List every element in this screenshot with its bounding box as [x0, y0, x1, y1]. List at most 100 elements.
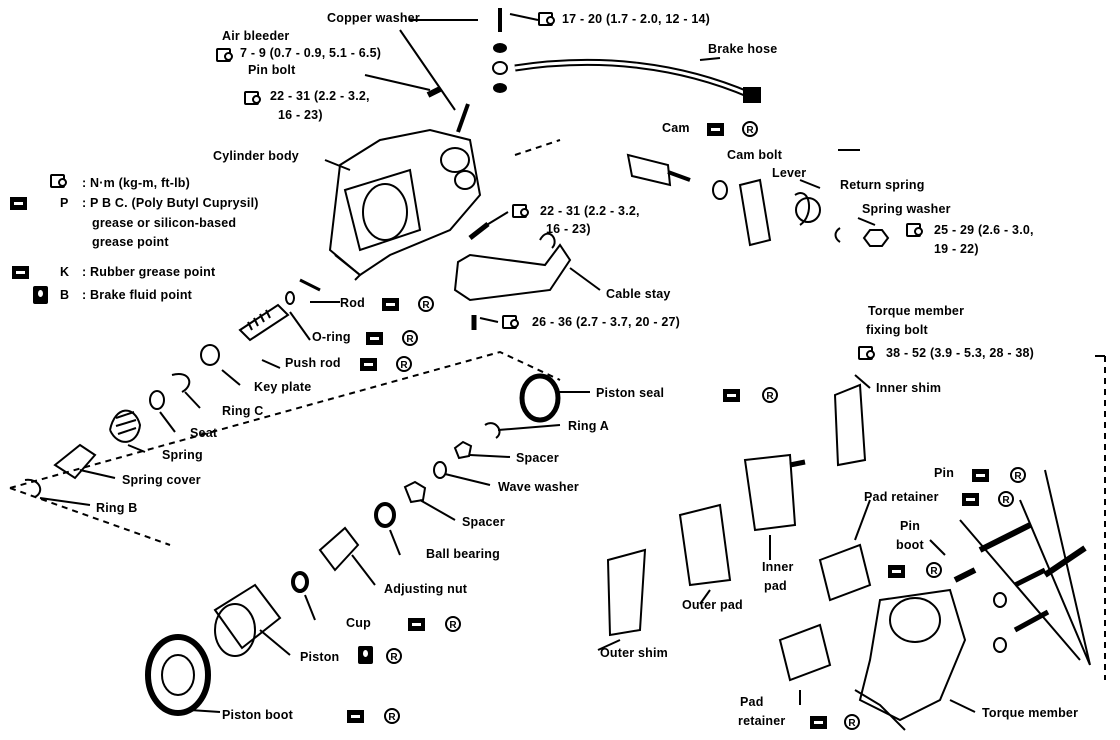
cam — [626, 153, 672, 187]
label-cam-bolt: Cam bolt — [727, 148, 783, 162]
replace-circle-icon: R — [762, 387, 778, 403]
torque-wrench-icon — [512, 204, 529, 218]
bolt-2 — [1013, 609, 1050, 633]
label-o-ring: O-ring — [312, 330, 351, 344]
key-plate — [200, 344, 220, 366]
cam-bolt — [712, 180, 728, 200]
cable-stay — [453, 243, 572, 302]
spacer-2 — [403, 480, 427, 504]
legend-fluid: : Brake fluid point — [82, 288, 193, 302]
torque-wrench-icon — [906, 223, 923, 237]
label-torque-member-bolt-2: fixing bolt — [866, 323, 928, 337]
label-pin: Pin — [934, 466, 955, 480]
dashed-frame-top — [9, 350, 561, 489]
replace-circle-icon: R — [386, 648, 402, 664]
outer-shim — [606, 548, 647, 637]
push-rod — [238, 303, 290, 342]
seat — [149, 390, 165, 410]
label-piston: Piston — [300, 650, 340, 664]
banjo-fitting — [492, 61, 508, 75]
label-ring-a: Ring A — [568, 419, 610, 433]
adjusting-nut — [318, 526, 360, 572]
label-cup: Cup — [346, 616, 371, 630]
label-spacer-1: Spacer — [516, 451, 559, 465]
label-wave-washer: Wave washer — [498, 480, 579, 494]
cup — [291, 571, 309, 593]
legend-rubber-key: K — [60, 265, 70, 279]
legend-rubber: : Rubber grease point — [82, 265, 216, 279]
replace-circle-icon: R — [445, 616, 461, 632]
replace-circle-icon: R — [926, 562, 942, 578]
torque-member-body — [858, 588, 967, 722]
grease-gun-icon — [723, 389, 740, 402]
spring-cover — [53, 443, 97, 480]
hose-fitting — [743, 87, 761, 103]
label-push-rod: Push rod — [285, 356, 341, 370]
label-piston-seal: Piston seal — [596, 386, 665, 400]
grease-gun-icon — [382, 298, 399, 311]
label-torque-member-bolt-torque: 38 - 52 (3.9 - 5.3, 28 - 38) — [886, 346, 1035, 360]
pin-boot — [953, 567, 977, 583]
ring-c — [171, 373, 191, 393]
brake-fluid-drop-icon — [33, 286, 48, 304]
label-pad-retainer-top: Pad retainer — [864, 490, 939, 504]
legend-pbc-line-3: grease point — [92, 235, 169, 249]
pin-1 — [978, 522, 1032, 553]
bolt-1 — [1013, 567, 1047, 588]
legend-fluid-key: B — [60, 288, 70, 302]
torque-wrench-icon — [50, 174, 67, 188]
grease-gun-icon — [972, 469, 989, 482]
o-ring — [285, 291, 295, 305]
label-rod: Rod — [340, 296, 365, 310]
legend-units: : N·m (kg-m, ft-lb) — [82, 176, 190, 190]
piston — [213, 583, 282, 650]
spring-coil — [109, 409, 142, 443]
copper-washer-1 — [493, 43, 507, 53]
grease-gun-icon — [10, 197, 27, 210]
label-torque-top: 17 - 20 (1.7 - 2.0, 12 - 14) — [562, 12, 711, 26]
spring-washer-nut — [862, 229, 890, 247]
label-outer-pad: Outer pad — [682, 598, 743, 612]
legend-pbc-line-1: : P B C. (Poly Butyl Cuprysil) — [82, 196, 259, 210]
outer-pad — [678, 503, 732, 587]
label-brake-hose: Brake hose — [708, 42, 778, 56]
cylinder-body — [328, 128, 482, 277]
label-spring-washer-torque-1: 25 - 29 (2.6 - 3.0, — [934, 223, 1034, 237]
label-inner-pad-1: Inner — [762, 560, 794, 574]
inner-shim — [833, 383, 867, 467]
piston-boot — [145, 634, 211, 716]
lever — [738, 178, 772, 247]
grease-gun-icon — [962, 493, 979, 506]
inner-pad — [743, 453, 797, 532]
ring-b — [24, 478, 42, 498]
label-inner-shim: Inner shim — [876, 381, 942, 395]
label-cam: Cam — [662, 121, 690, 135]
label-pin-boot-1: Pin — [900, 519, 921, 533]
grease-gun-icon — [810, 716, 827, 729]
label-lever: Lever — [772, 166, 807, 180]
label-ring-b: Ring B — [96, 501, 138, 515]
replace-circle-icon: R — [402, 330, 418, 346]
replace-circle-icon: R — [418, 296, 434, 312]
label-pad-retainer-bottom-1: Pad — [740, 695, 764, 709]
label-copper-washer: Copper washer — [327, 11, 420, 25]
label-cable-stay: Cable stay — [606, 287, 671, 301]
label-pin-boot-2: boot — [896, 538, 924, 552]
label-torque-member: Torque member — [982, 706, 1079, 720]
label-spring-cover: Spring cover — [122, 473, 201, 487]
spacer-1 — [453, 440, 473, 460]
grease-gun-icon — [360, 358, 377, 371]
pad-retainer-top — [818, 543, 872, 602]
label-air-bleeder-torque: 7 - 9 (0.7 - 0.9, 5.1 - 6.5) — [240, 46, 382, 60]
label-ring-c: Ring C — [222, 404, 264, 418]
air-bleeder — [456, 103, 470, 133]
wave-washer — [433, 461, 447, 479]
replace-circle-icon: R — [396, 356, 412, 372]
label-outer-shim: Outer shim — [600, 646, 668, 660]
torque-wrench-icon — [216, 48, 233, 62]
label-pin-bolt: Pin bolt — [248, 63, 296, 77]
label-adjusting-nut: Adjusting nut — [384, 582, 468, 596]
label-ball-bearing: Ball bearing — [426, 547, 500, 561]
replace-circle-icon: R — [998, 491, 1014, 507]
